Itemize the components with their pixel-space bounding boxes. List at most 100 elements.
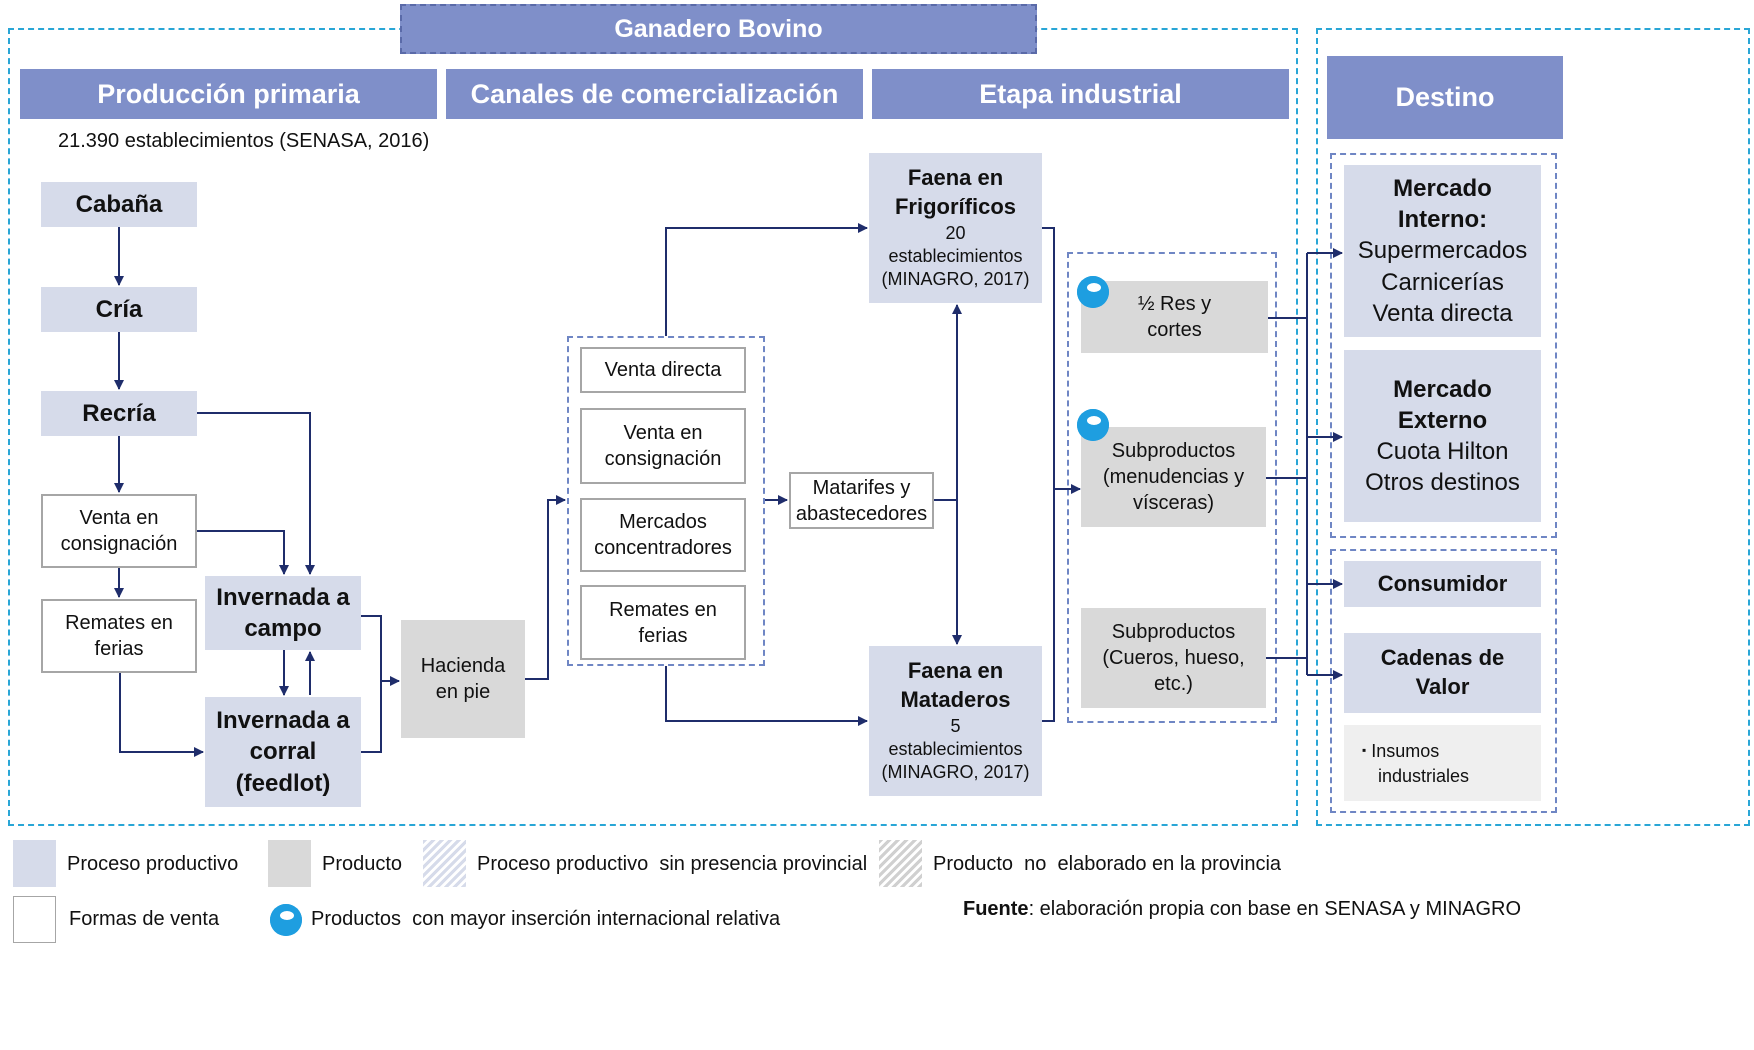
node-label: Matarifes y — [812, 476, 911, 499]
title-banner: Ganadero Bovino — [400, 4, 1037, 54]
node-label: Subproductos — [1111, 440, 1236, 462]
node-venta-consignacion: Venta en consignación — [41, 494, 197, 568]
source-label: Fuente — [963, 898, 1029, 920]
node-item: Otros destinos — [1365, 469, 1520, 497]
node-invernada-campo: Invernada a campo — [205, 576, 361, 650]
node-label: concentradores — [594, 537, 732, 559]
node-label: (menudencias y — [1102, 466, 1245, 488]
node-label: campo — [244, 615, 322, 642]
consumo-group — [1330, 549, 1557, 813]
legend-swatch-formas — [13, 896, 56, 943]
node-label: Remates en — [65, 612, 173, 634]
node-label: industriales — [1378, 766, 1470, 787]
canal-venta-consignacion: Venta en consignación — [580, 408, 746, 484]
node-label: Mercado — [1393, 175, 1492, 203]
canal-venta-directa: Venta directa — [580, 347, 746, 393]
legend-label-producto-no: Producto no elaborado en la provincia — [933, 853, 1282, 875]
legend-label-proceso-sin: Proceso productivo sin presencia provinc… — [477, 853, 868, 875]
header-canales: Canales de comercialización — [446, 69, 863, 119]
node-label: Valor — [1415, 674, 1470, 699]
node-label: Faena en — [907, 165, 1004, 191]
product-media-res: ½ Res y cortes — [1081, 281, 1268, 353]
product-subproductos-menudencias: Subproductos (menudencias y vísceras) — [1081, 427, 1266, 527]
node-label: (Cueros, hueso, — [1102, 647, 1245, 669]
canal-remates-ferias: Remates en ferias — [580, 585, 746, 660]
dest-mercado-interno: Mercado Interno: Supermercados Carnicerí… — [1344, 165, 1541, 337]
legend-swatch-proceso — [13, 840, 56, 887]
international-marker-icon — [270, 904, 302, 936]
header-label: Etapa industrial — [979, 78, 1182, 109]
node-label: Mercados — [619, 511, 707, 533]
node-label: Mataderos — [900, 686, 1011, 712]
canal-mercados-concentradores: Mercados concentradores — [580, 498, 746, 572]
node-detail: 5 — [950, 715, 961, 736]
node-label: cortes — [1147, 319, 1202, 341]
header-label: Destino — [1395, 82, 1495, 112]
node-label: Cría — [95, 295, 143, 323]
dest-mercado-externo: Mercado Externo Cuota Hilton Otros desti… — [1344, 350, 1541, 522]
node-matarifes: Matarifes y abastecedores — [789, 472, 934, 529]
node-faena-frigorificos: Faena en Frigoríficos 20 establecimiento… — [869, 153, 1042, 303]
header-produccion-primaria: Producción primaria — [20, 69, 437, 119]
legend-label-formas: Formas de venta — [69, 908, 220, 930]
dest-consumidor: Consumidor — [1344, 561, 1541, 607]
mercados-group — [1330, 153, 1557, 538]
node-label: Interno: — [1397, 206, 1488, 234]
node-item: Carnicerías — [1381, 268, 1504, 296]
node-detail: establecimientos — [888, 738, 1023, 759]
legend-label-proceso: Proceso productivo — [67, 853, 239, 875]
node-label: Insumos — [1371, 741, 1440, 761]
node-label: Invernada a — [216, 707, 350, 735]
node-faena-mataderos: Faena en Mataderos 5 establecimientos (M… — [869, 646, 1042, 796]
productos-group — [1067, 252, 1277, 723]
node-label: ferias — [94, 638, 144, 660]
node-label: Recría — [82, 399, 156, 427]
node-label: Frigoríficos — [894, 193, 1016, 219]
source-text: : elaboración propia con base en SENASA … — [1028, 898, 1522, 920]
canales-group — [567, 336, 765, 666]
header-label: Producción primaria — [97, 78, 360, 109]
product-subproductos-cueros: Subproductos (Cueros, hueso, etc.) — [1081, 608, 1266, 708]
node-label: (feedlot) — [235, 769, 331, 797]
node-label: etc.) — [1154, 673, 1193, 695]
bullet-icon: ▪ — [1362, 743, 1367, 757]
node-remates-ferias: Remates en ferias — [41, 599, 197, 673]
node-label: Venta directa — [604, 359, 722, 381]
node-detail: establecimientos — [888, 245, 1023, 266]
node-item: Supermercados — [1357, 237, 1528, 265]
insumos-list: ▪ Insumos industriales — [1362, 739, 1469, 789]
node-cria: Cría — [41, 287, 197, 332]
node-label: Cadenas de — [1380, 645, 1505, 671]
node-label: Faena en — [907, 658, 1004, 684]
node-label: consignación — [604, 448, 722, 470]
node-detail: (MINAGRO, 2017) — [881, 269, 1030, 290]
destino-frame — [1316, 28, 1750, 826]
legend-label-producto: Producto — [322, 853, 403, 875]
node-label: Subproductos — [1111, 621, 1236, 643]
node-label: ½ Res y — [1137, 293, 1212, 315]
node-label: Venta en — [79, 507, 159, 529]
header-label: Canales de comercialización — [470, 78, 839, 109]
node-label: Mercado — [1393, 375, 1492, 403]
node-label: Externo — [1397, 406, 1488, 434]
dest-insumos-industriales: ▪ Insumos industriales — [1344, 725, 1541, 801]
legend-swatch-producto-no — [879, 840, 922, 887]
node-label: en pie — [435, 681, 491, 703]
source-note: Fuente: elaboración propia con base en S… — [963, 898, 1521, 921]
node-recria: Recría — [41, 391, 197, 436]
node-label: Cabaña — [75, 190, 163, 218]
international-marker-icon — [1077, 276, 1109, 308]
establecimientos-note: 21.390 establecimientos (SENASA, 2016) — [58, 130, 430, 152]
node-label: Invernada a — [216, 583, 350, 611]
node-label: Hacienda — [420, 655, 506, 677]
legend-swatch-producto — [268, 840, 311, 887]
node-label: corral — [249, 738, 317, 766]
international-marker-icon — [1077, 409, 1109, 441]
node-detail: (MINAGRO, 2017) — [881, 762, 1030, 783]
node-label: ferias — [638, 624, 688, 647]
node-item: Cuota Hilton — [1376, 438, 1509, 465]
node-invernada-corral: Invernada a corral (feedlot) — [205, 697, 361, 807]
header-destino: Destino — [1327, 56, 1563, 139]
node-hacienda-en-pie: Hacienda en pie — [401, 620, 525, 738]
legend-label-insercion: Productos con mayor inserción internacio… — [311, 908, 781, 930]
